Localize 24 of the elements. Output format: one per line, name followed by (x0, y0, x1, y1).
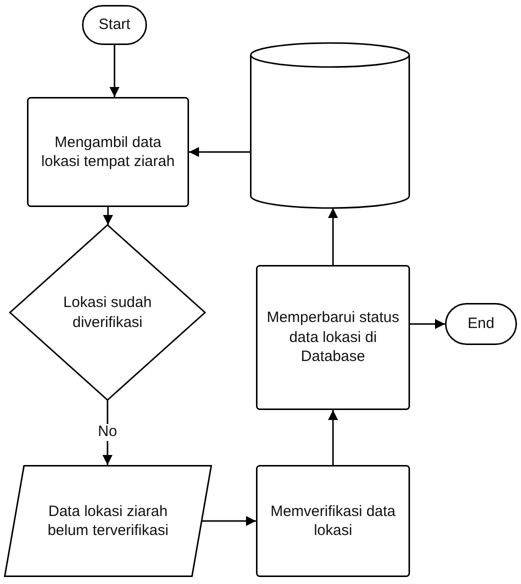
arrow (102, 400, 112, 465)
arrow (328, 208, 338, 265)
terminator-shape (445, 303, 517, 345)
database-cylinder (250, 43, 410, 208)
data-parallelogram (4, 465, 212, 577)
node-text: End (468, 314, 494, 334)
arrow (410, 319, 445, 329)
arrow (110, 45, 120, 97)
node-text: Data lokasi ziarah belum terverifikasi (46, 502, 170, 540)
node-text: Memverifikasi data lokasi (269, 502, 397, 540)
node-text: Memperbarui status data lokasi di Database (266, 308, 400, 367)
node-text: Lokasi sudah diverifikasi (62, 293, 153, 332)
arrow (189, 147, 250, 157)
process-box (27, 97, 189, 207)
process-box (256, 265, 410, 410)
decision-diamond (10, 225, 205, 400)
node-text: Mengambil data lokasi tempat ziarah (40, 132, 176, 172)
arrow (103, 207, 113, 225)
arrow (328, 410, 338, 465)
arrow (202, 516, 256, 526)
process-box (256, 465, 410, 577)
node-text: Start (98, 15, 130, 35)
terminator-shape (82, 5, 147, 45)
edge-label: No (96, 424, 118, 441)
